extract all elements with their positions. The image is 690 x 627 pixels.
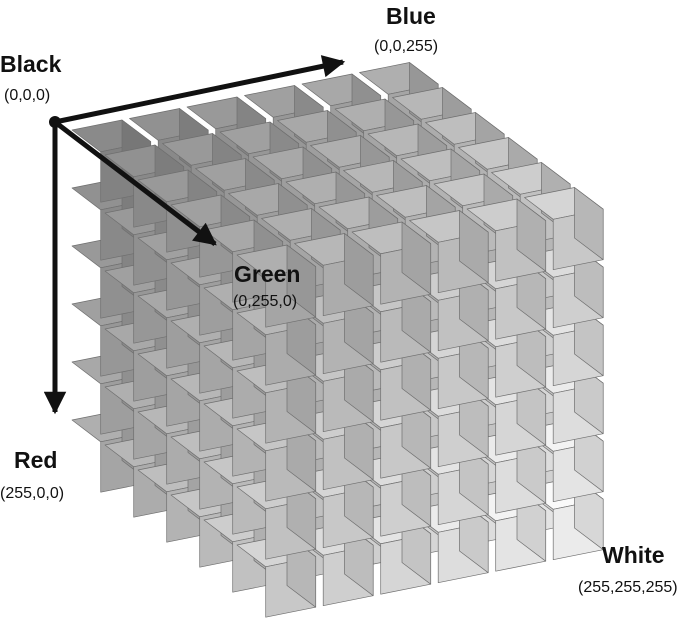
white-label: White — [602, 542, 665, 568]
subcube-grid — [72, 63, 603, 618]
white-value: (255,255,255) — [578, 579, 678, 596]
black-value: (0,0,0) — [4, 87, 50, 104]
blue-value: (0,0,255) — [374, 38, 438, 55]
red-label: Red — [14, 447, 57, 473]
green-label: Green — [234, 261, 300, 287]
green-value: (0,255,0) — [233, 293, 297, 310]
blue-label: Blue — [386, 3, 436, 29]
red-value: (255,0,0) — [0, 485, 64, 502]
black-label: Black — [0, 51, 62, 77]
black-origin-dot — [49, 116, 61, 128]
